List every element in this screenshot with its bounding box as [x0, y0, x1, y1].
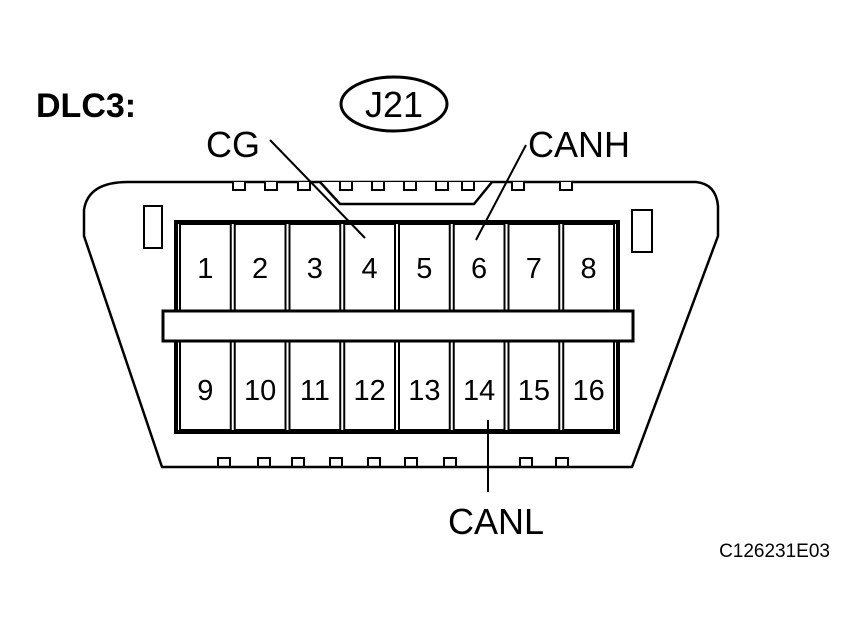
pin-number-5: 5	[416, 253, 432, 285]
pin-number-10: 10	[244, 375, 276, 407]
bottom-notches	[217, 457, 569, 467]
canh-leader-line	[475, 144, 527, 241]
center-divider-bar	[161, 309, 635, 343]
pin-number-6: 6	[471, 253, 487, 285]
cg-leader-line	[269, 139, 366, 239]
key-tab	[319, 181, 493, 206]
pin-number-9: 9	[197, 375, 213, 407]
pin-number-2: 2	[252, 253, 268, 285]
pin-number-8: 8	[581, 253, 597, 285]
connector-housing	[82, 180, 720, 469]
connector-code-oval	[339, 75, 449, 133]
connector-code: J21	[365, 84, 423, 125]
pin-number-12: 12	[353, 375, 385, 407]
left-latch	[143, 205, 163, 249]
connector-title: DLC3:	[36, 87, 136, 125]
canl-label: CANL	[448, 501, 544, 542]
right-latch	[631, 209, 653, 253]
figure-code: C126231E03	[719, 541, 830, 562]
pin-number-13: 13	[408, 375, 440, 407]
canh-label: CANH	[528, 124, 630, 165]
pin-number-15: 15	[518, 375, 550, 407]
cg-label: CG	[206, 124, 260, 165]
pin-number-4: 4	[362, 253, 378, 285]
pin-number-3: 3	[307, 253, 323, 285]
pin-number-1: 1	[197, 253, 213, 285]
pin-number-7: 7	[526, 253, 542, 285]
pin-number-16: 16	[572, 375, 604, 407]
pin-number-14: 14	[463, 375, 495, 407]
top-notches	[232, 182, 573, 191]
pin-number-11: 11	[300, 375, 330, 407]
